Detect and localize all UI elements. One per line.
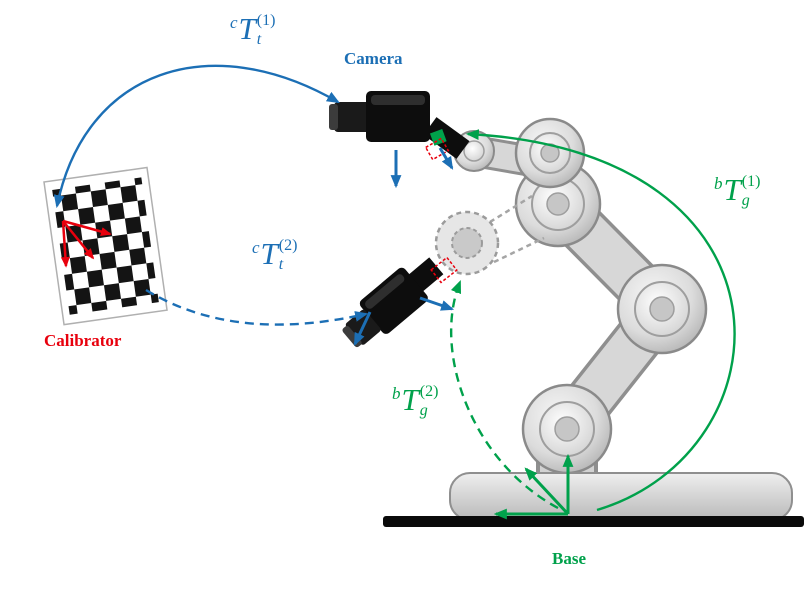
camera2-x-axis-arrow (419, 296, 455, 311)
ghost-link-line (493, 236, 545, 264)
calibrator-label: Calibrator (44, 331, 122, 350)
camera1-mount-axis-arrow (438, 147, 454, 170)
checkerboard (43, 166, 168, 326)
joint-elbow (616, 263, 708, 355)
tf-sup: (2) (278, 237, 298, 254)
camera-pose1 (329, 91, 470, 161)
tf-pre: b (392, 384, 401, 403)
ground-bar (383, 516, 804, 527)
tf-sub: g (741, 192, 750, 209)
tf-scripts: (1) g (742, 174, 761, 209)
arc-camera-to-target-pose1 (53, 64, 340, 209)
camera-label: Camera (344, 49, 403, 68)
camera2-body-highlight (365, 274, 405, 309)
tf-pre: c (230, 13, 238, 32)
tf-sub: t (278, 256, 284, 273)
arc-base-to-gripper-pose1 (465, 129, 736, 512)
tf-pre: c (252, 238, 260, 257)
tf-scripts: (2) g (420, 384, 439, 419)
calibrator-z-axis-arrow (60, 220, 70, 268)
tf-sup: (1) (741, 173, 761, 190)
camera2-tool-frame-dashed (430, 256, 458, 284)
base-frame-axes (493, 453, 574, 520)
tf-main: T (401, 382, 419, 417)
camera1-body-highlight (371, 95, 425, 105)
tf-main: T (260, 236, 278, 271)
tf-main: T (723, 172, 741, 207)
base-y-axis-arrow (524, 467, 570, 516)
ghost-joint-inner (451, 227, 483, 259)
joint-shoulder-top (514, 117, 586, 189)
calibrator-x-axis-arrow (62, 219, 112, 236)
tf-sup: (1) (256, 12, 276, 29)
tf-scripts: (1) t (257, 13, 276, 48)
ghost-wrist-pose2 (434, 194, 545, 276)
tf-sub: g (419, 402, 428, 419)
arc-camera-to-target-pose2-dashed (145, 288, 369, 326)
camera1-lens-ring (329, 104, 338, 130)
tf-scripts: (2) t (279, 238, 298, 273)
camera1-tool-frame-dashed (424, 137, 450, 161)
calibrator-frame-axes (60, 219, 112, 268)
tf-pre: b (714, 174, 723, 193)
robot-arm (383, 117, 804, 527)
checkerboard-pattern (52, 177, 159, 315)
tf-sub: t (256, 31, 262, 48)
tf-sup: (2) (419, 383, 439, 400)
arc-base-to-gripper-pose2-dashed (449, 279, 559, 510)
camera1-bracket (423, 117, 470, 159)
tf-main: T (238, 11, 256, 46)
camera2-body (359, 267, 428, 334)
calibrator-y-axis-arrow (62, 220, 95, 260)
camera1-lens-barrel (334, 102, 372, 132)
base-label: Base (552, 549, 586, 568)
